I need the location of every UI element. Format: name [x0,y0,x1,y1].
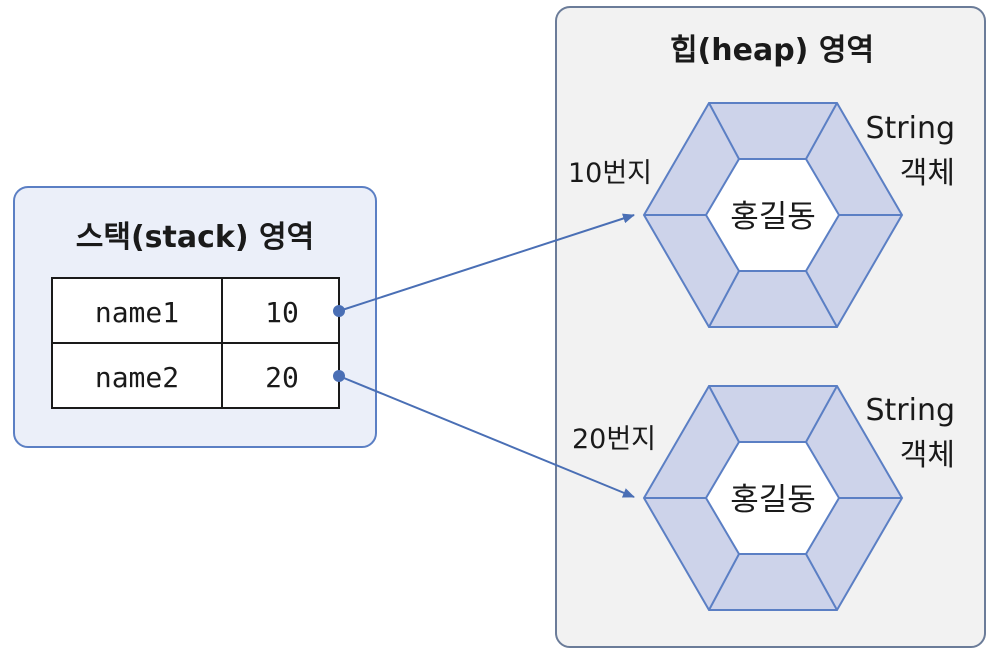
stack-title: 스택(stack) 영역 [76,220,314,255]
object-type: String [865,111,955,146]
object-type: String [865,393,955,428]
table-row-name: name2 [95,361,179,394]
table-row-name: name1 [95,296,179,329]
object-type-suffix: 객체 [900,156,955,191]
string-object-1: 홍길동 10번지 String 객체 [568,102,955,328]
stack-table: name1 10 name2 20 [51,277,340,409]
object-type-suffix: 객체 [900,438,955,473]
table-row-value: 10 [265,296,299,329]
stack-area: 스택(stack) 영역 name1 10 name2 20 [13,186,377,448]
reference-arrow [338,375,635,498]
reference-arrows [333,213,635,498]
heap-area: 힙(heap) 영역 홍길동 10번지 String 객체 [555,6,986,648]
object-address: 10번지 [568,158,652,189]
heap-title: 힙(heap) 영역 [670,33,874,68]
reference-arrow [338,213,635,312]
object-address: 20번지 [572,424,656,455]
object-content: 홍길동 [730,199,816,235]
string-object-2: 홍길동 20번지 String 객체 [572,385,955,611]
table-row-value: 20 [265,361,299,394]
object-content: 홍길동 [730,482,816,518]
